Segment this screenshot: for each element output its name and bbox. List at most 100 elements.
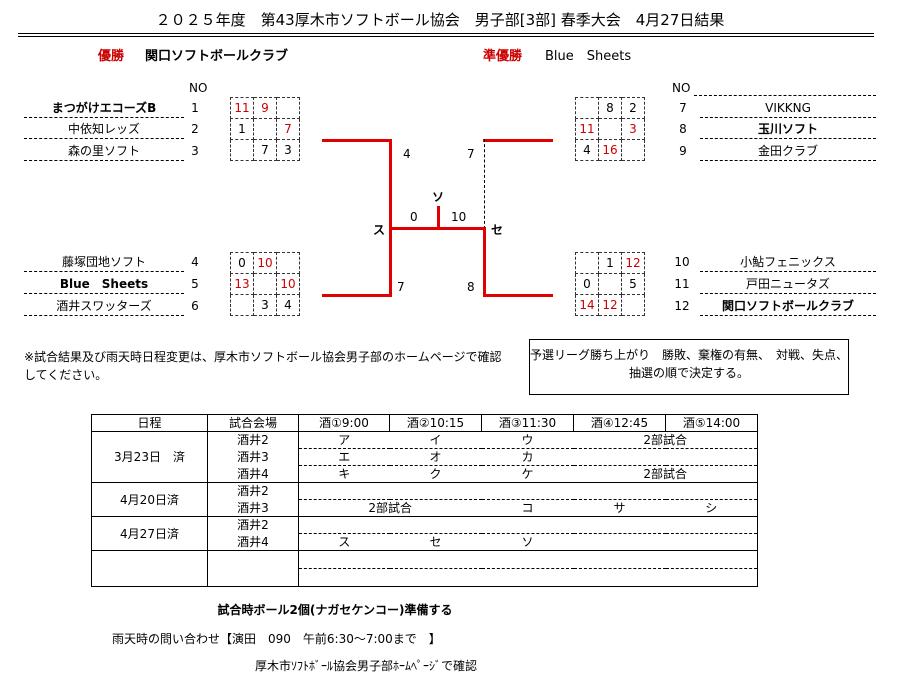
schedule-slot: 2部試合 — [573, 465, 758, 483]
schedule-header: 酒④12:45 — [573, 414, 666, 432]
schedule-header: 酒③11:30 — [481, 414, 574, 432]
bracket-line — [437, 227, 486, 230]
schedule-slot: 2部試合 — [573, 431, 758, 449]
no-label-left: NO — [189, 81, 208, 95]
bracket-score-left: 0 — [410, 210, 418, 224]
team-no: 2 — [191, 122, 199, 136]
schedule-slot: ウ — [481, 431, 574, 449]
grid-cell — [276, 97, 300, 119]
title-underline — [18, 33, 874, 37]
grid-cell: 7 — [253, 139, 277, 161]
grid-cell: 12 — [621, 252, 645, 274]
schedule-slot: サ — [613, 501, 626, 515]
schedule-slot: キ — [338, 467, 351, 481]
grid-cell: 1 — [598, 252, 622, 274]
bracket-line — [389, 139, 392, 297]
schedule-slot: ケ — [521, 467, 534, 481]
rain-contact: 雨天時の問い合わせ【演田 090 午前6:30～7:00まで 】 — [112, 632, 441, 646]
grid-cell — [276, 252, 300, 274]
bracket-line — [483, 228, 486, 297]
no-underline-right — [694, 95, 876, 96]
grid-cell: 10 — [253, 252, 277, 274]
winner-label: 優勝 — [98, 49, 125, 64]
schedule-table: 日程 試合会場 酒①9:00 酒②10:15 酒③11:30 酒④12:45 酒… — [91, 414, 758, 587]
schedule-slot: イ — [389, 431, 482, 449]
schedule-header: 酒⑤14:00 — [665, 414, 758, 432]
schedule-date: 4月20日済 — [91, 482, 208, 517]
grid-cell: 9 — [253, 97, 277, 119]
grid-cell — [230, 139, 254, 161]
bracket-line — [483, 294, 553, 297]
team-no: 6 — [191, 299, 199, 313]
grid-cell: 3 — [276, 139, 300, 161]
grid-cell: 0 — [230, 252, 254, 274]
team-no: 3 — [191, 144, 199, 158]
winner-name: 関口ソフトボールクラブ — [145, 49, 289, 64]
schedule-header: 酒②10:15 — [389, 414, 482, 432]
schedule-header: 日程 — [91, 414, 208, 432]
bracket-line — [322, 139, 392, 142]
grid-cell: 5 — [621, 273, 645, 295]
grid-cell — [575, 252, 599, 274]
grid-cell: 4 — [575, 139, 599, 161]
grid-cell: 3 — [253, 294, 277, 316]
team-no: 10 — [674, 255, 690, 269]
grid-cell: 1 — [230, 118, 254, 140]
schedule-venue: 酒井3 — [207, 499, 299, 517]
grid-cell: 16 — [598, 139, 622, 161]
schedule-venue: 酒井3 — [207, 448, 299, 466]
runner-label: 準優勝 — [483, 49, 523, 64]
team-name: VIKKNG — [700, 100, 876, 118]
schedule-venue: 酒井4 — [207, 465, 299, 483]
bracket-line — [322, 294, 392, 297]
bracket-game-left: ス — [373, 223, 386, 237]
bracket-score-right: 10 — [451, 210, 467, 224]
schedule-slot: オ — [389, 448, 482, 466]
bracket-seed: 7 — [397, 280, 405, 294]
team-name: 戸田ニュータズ — [700, 276, 876, 294]
schedule-header: 試合会場 — [207, 414, 299, 432]
schedule-slot: 2部試合 — [368, 501, 413, 515]
schedule-slot: ク — [429, 467, 442, 481]
schedule-venue: 酒井2 — [207, 482, 299, 500]
grid-cell — [621, 139, 645, 161]
schedule-slot: シ — [665, 499, 758, 517]
team-name: Blue Sheets — [24, 276, 184, 294]
grid-cell — [621, 294, 645, 316]
bracket-line-dashed — [484, 139, 486, 229]
schedule-slot: ア — [298, 431, 390, 449]
team-no: 5 — [191, 277, 199, 291]
schedule-date: 4月27日済 — [91, 516, 208, 551]
team-no: 11 — [674, 277, 690, 291]
team-name: 関口ソフトボールクラブ — [700, 298, 876, 316]
team-no: 4 — [191, 255, 199, 269]
schedule-slot: コ — [521, 501, 534, 515]
grid-cell: 11 — [230, 97, 254, 119]
team-name: 金田クラブ — [700, 143, 876, 161]
team-name: 中依知レッズ — [24, 121, 184, 139]
grid-cell: 2 — [621, 97, 645, 119]
team-name: 小鮎フェニックス — [700, 254, 876, 272]
bracket-game-right: セ — [491, 223, 504, 237]
grid-cell — [598, 273, 622, 295]
no-label-right: NO — [672, 81, 691, 95]
grid-cell: 4 — [276, 294, 300, 316]
team-name: 藤塚団地ソフト — [24, 254, 184, 272]
grid-cell — [253, 118, 277, 140]
ball-note: 試合時ボール2個(ナガセケンコー)準備する — [217, 603, 453, 617]
grid-cell: 3 — [621, 118, 645, 140]
grid-cell: 7 — [276, 118, 300, 140]
schedule-slot: エ — [298, 448, 390, 466]
team-name: まつがけエコーズB — [24, 100, 184, 118]
team-no: 8 — [679, 122, 687, 136]
schedule-slot: ソ — [521, 535, 534, 549]
schedule-venue: 酒井2 — [207, 431, 299, 449]
grid-cell: 14 — [575, 294, 599, 316]
team-no: 9 — [679, 144, 687, 158]
grid-cell: 12 — [598, 294, 622, 316]
grid-cell — [575, 97, 599, 119]
page-title: ２０２５年度 第43厚木市ソフトボール協会 男子部[3部] 春季大会 4月27日… — [155, 11, 725, 29]
